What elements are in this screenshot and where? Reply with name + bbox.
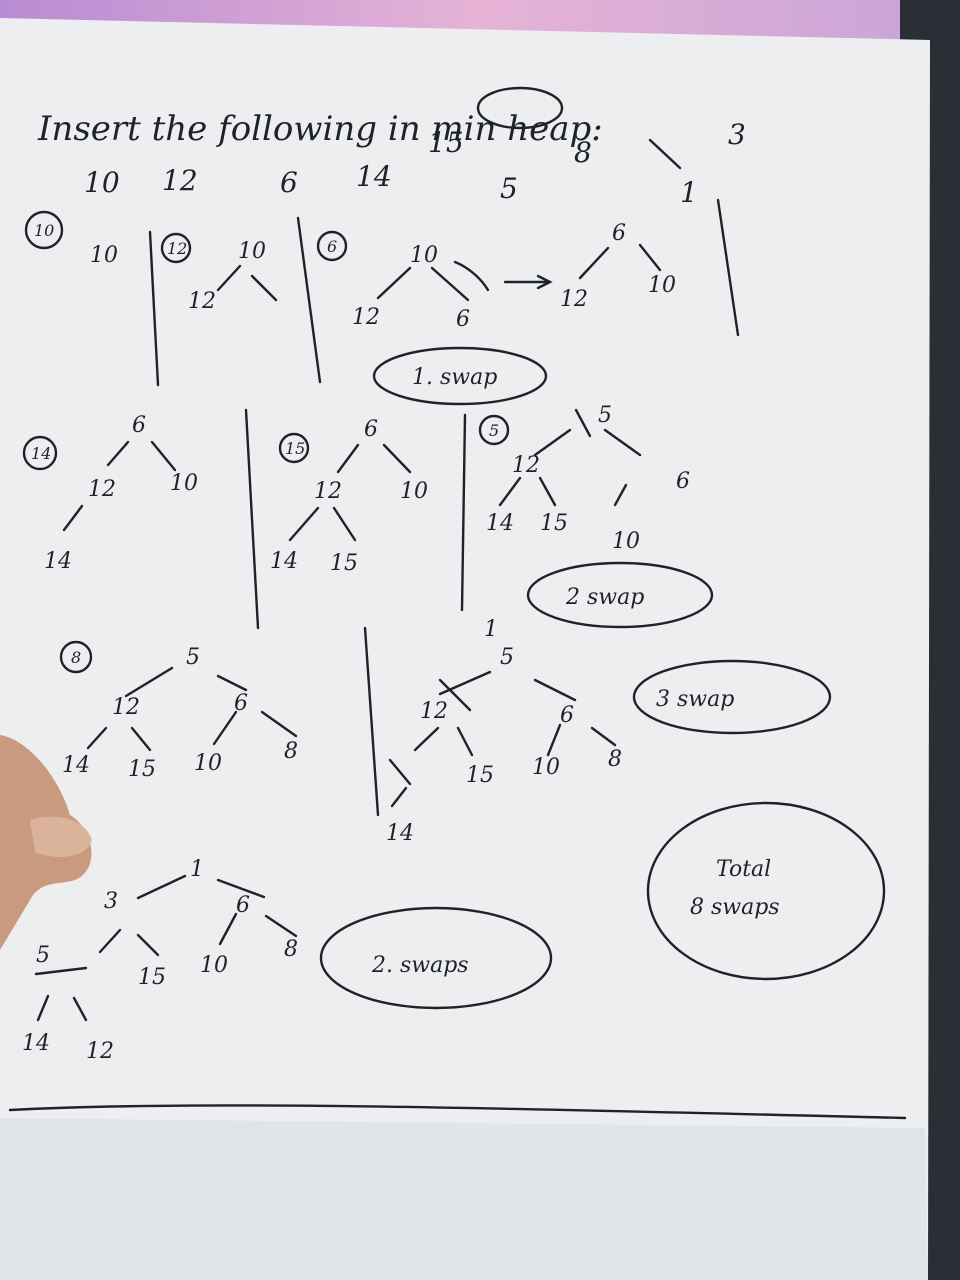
summary-line: Total xyxy=(716,857,771,882)
seq-item: 8 xyxy=(574,136,592,169)
node: 12 xyxy=(352,305,380,330)
node: 10 xyxy=(90,243,118,268)
node: 12 xyxy=(420,699,448,724)
node: 15 xyxy=(138,965,166,990)
step-label: 5 xyxy=(489,421,499,440)
node: 14 xyxy=(270,549,298,574)
step-circle xyxy=(24,210,64,250)
node: 8 xyxy=(608,747,622,772)
step-circle xyxy=(22,435,58,471)
node: 12 xyxy=(86,1039,114,1064)
thumbnail xyxy=(30,816,92,857)
step-label: 10 xyxy=(34,221,54,240)
seq-item: 1 xyxy=(680,176,698,209)
node: 10 xyxy=(612,529,640,554)
summary-oval xyxy=(646,801,886,981)
step-circle xyxy=(160,232,192,264)
note-text: 1. swap xyxy=(412,365,497,390)
title-text: Insert the following in min heap: xyxy=(37,109,603,149)
node: 6 xyxy=(132,413,146,438)
node: 6 xyxy=(364,417,378,442)
node: 1 xyxy=(190,857,204,882)
node: 6 xyxy=(236,893,250,918)
paper-fold-shadow xyxy=(0,1118,928,1280)
note-text: 2. swaps xyxy=(371,953,469,978)
step-label: 8 xyxy=(71,648,81,667)
node: 5 xyxy=(36,943,50,968)
node: 6 xyxy=(234,691,248,716)
node: 12 xyxy=(188,289,216,314)
note-text: 2 swap xyxy=(565,585,644,610)
node: 15 xyxy=(540,511,568,536)
step-label: 6 xyxy=(327,237,337,256)
seq-item: 12 xyxy=(162,164,198,197)
note-oval xyxy=(372,346,548,406)
seq-item: 14 xyxy=(356,160,392,193)
node: 15 xyxy=(330,551,358,576)
node: 15 xyxy=(128,757,156,782)
node: 6 xyxy=(456,307,470,332)
seq-item: 6 xyxy=(280,166,298,199)
note-oval xyxy=(319,906,553,1010)
min-circle xyxy=(476,86,564,130)
node: 6 xyxy=(560,703,574,728)
node: 10 xyxy=(194,751,222,776)
node: 14 xyxy=(486,511,514,536)
node: 10 xyxy=(238,239,266,264)
node: 5 xyxy=(186,645,200,670)
node: 14 xyxy=(22,1031,50,1056)
seq-item: 10 xyxy=(84,166,120,199)
step-label: 15 xyxy=(285,439,305,458)
step-label: 12 xyxy=(167,239,187,258)
step-label: 14 xyxy=(31,444,51,463)
step-circle xyxy=(478,414,510,446)
node: 1 xyxy=(484,617,498,642)
node: 10 xyxy=(400,479,428,504)
node: 8 xyxy=(284,739,298,764)
node: 12 xyxy=(560,287,588,312)
title: Insert the following in min heap: xyxy=(37,109,603,149)
node: 10 xyxy=(170,471,198,496)
node: 14 xyxy=(386,821,414,846)
node: 5 xyxy=(598,403,612,428)
node: 12 xyxy=(88,477,116,502)
note-text: 3 swap xyxy=(656,687,734,712)
node: 10 xyxy=(410,243,438,268)
seq-item: 15 xyxy=(428,126,464,159)
node: 6 xyxy=(612,221,626,246)
node: 6 xyxy=(676,469,690,494)
node: 3 xyxy=(104,889,118,914)
summary-line: 8 swaps xyxy=(690,895,780,920)
step-circle xyxy=(316,230,348,262)
node: 10 xyxy=(200,953,228,978)
handwritten-notes xyxy=(8,86,907,1120)
tree-nodes: 10 10 12 10 12 6 6 12 10 6 12 10 14 6 12… xyxy=(22,221,690,1064)
note-oval xyxy=(526,561,714,629)
node: 14 xyxy=(44,549,72,574)
node: 12 xyxy=(314,479,342,504)
node: 8 xyxy=(284,937,298,962)
note-oval xyxy=(632,659,832,735)
notes: 1. swap 2 swap 3 swap 2. swaps Total 8 s… xyxy=(371,365,780,978)
paper-sheet xyxy=(0,18,930,1280)
node: 14 xyxy=(62,753,90,778)
step-labels: 10 12 6 14 15 5 8 xyxy=(31,221,499,667)
sequence: 10 12 6 14 15 5 8 1 3 xyxy=(84,118,746,209)
step-circle xyxy=(278,432,310,464)
node: 12 xyxy=(512,453,540,478)
node: 12 xyxy=(112,695,140,720)
step-circle xyxy=(59,640,93,674)
node: 10 xyxy=(532,755,560,780)
seq-item: 3 xyxy=(728,118,746,151)
node: 10 xyxy=(648,273,676,298)
seq-item: 5 xyxy=(500,172,518,205)
node: 15 xyxy=(466,763,494,788)
node: 5 xyxy=(500,645,514,670)
